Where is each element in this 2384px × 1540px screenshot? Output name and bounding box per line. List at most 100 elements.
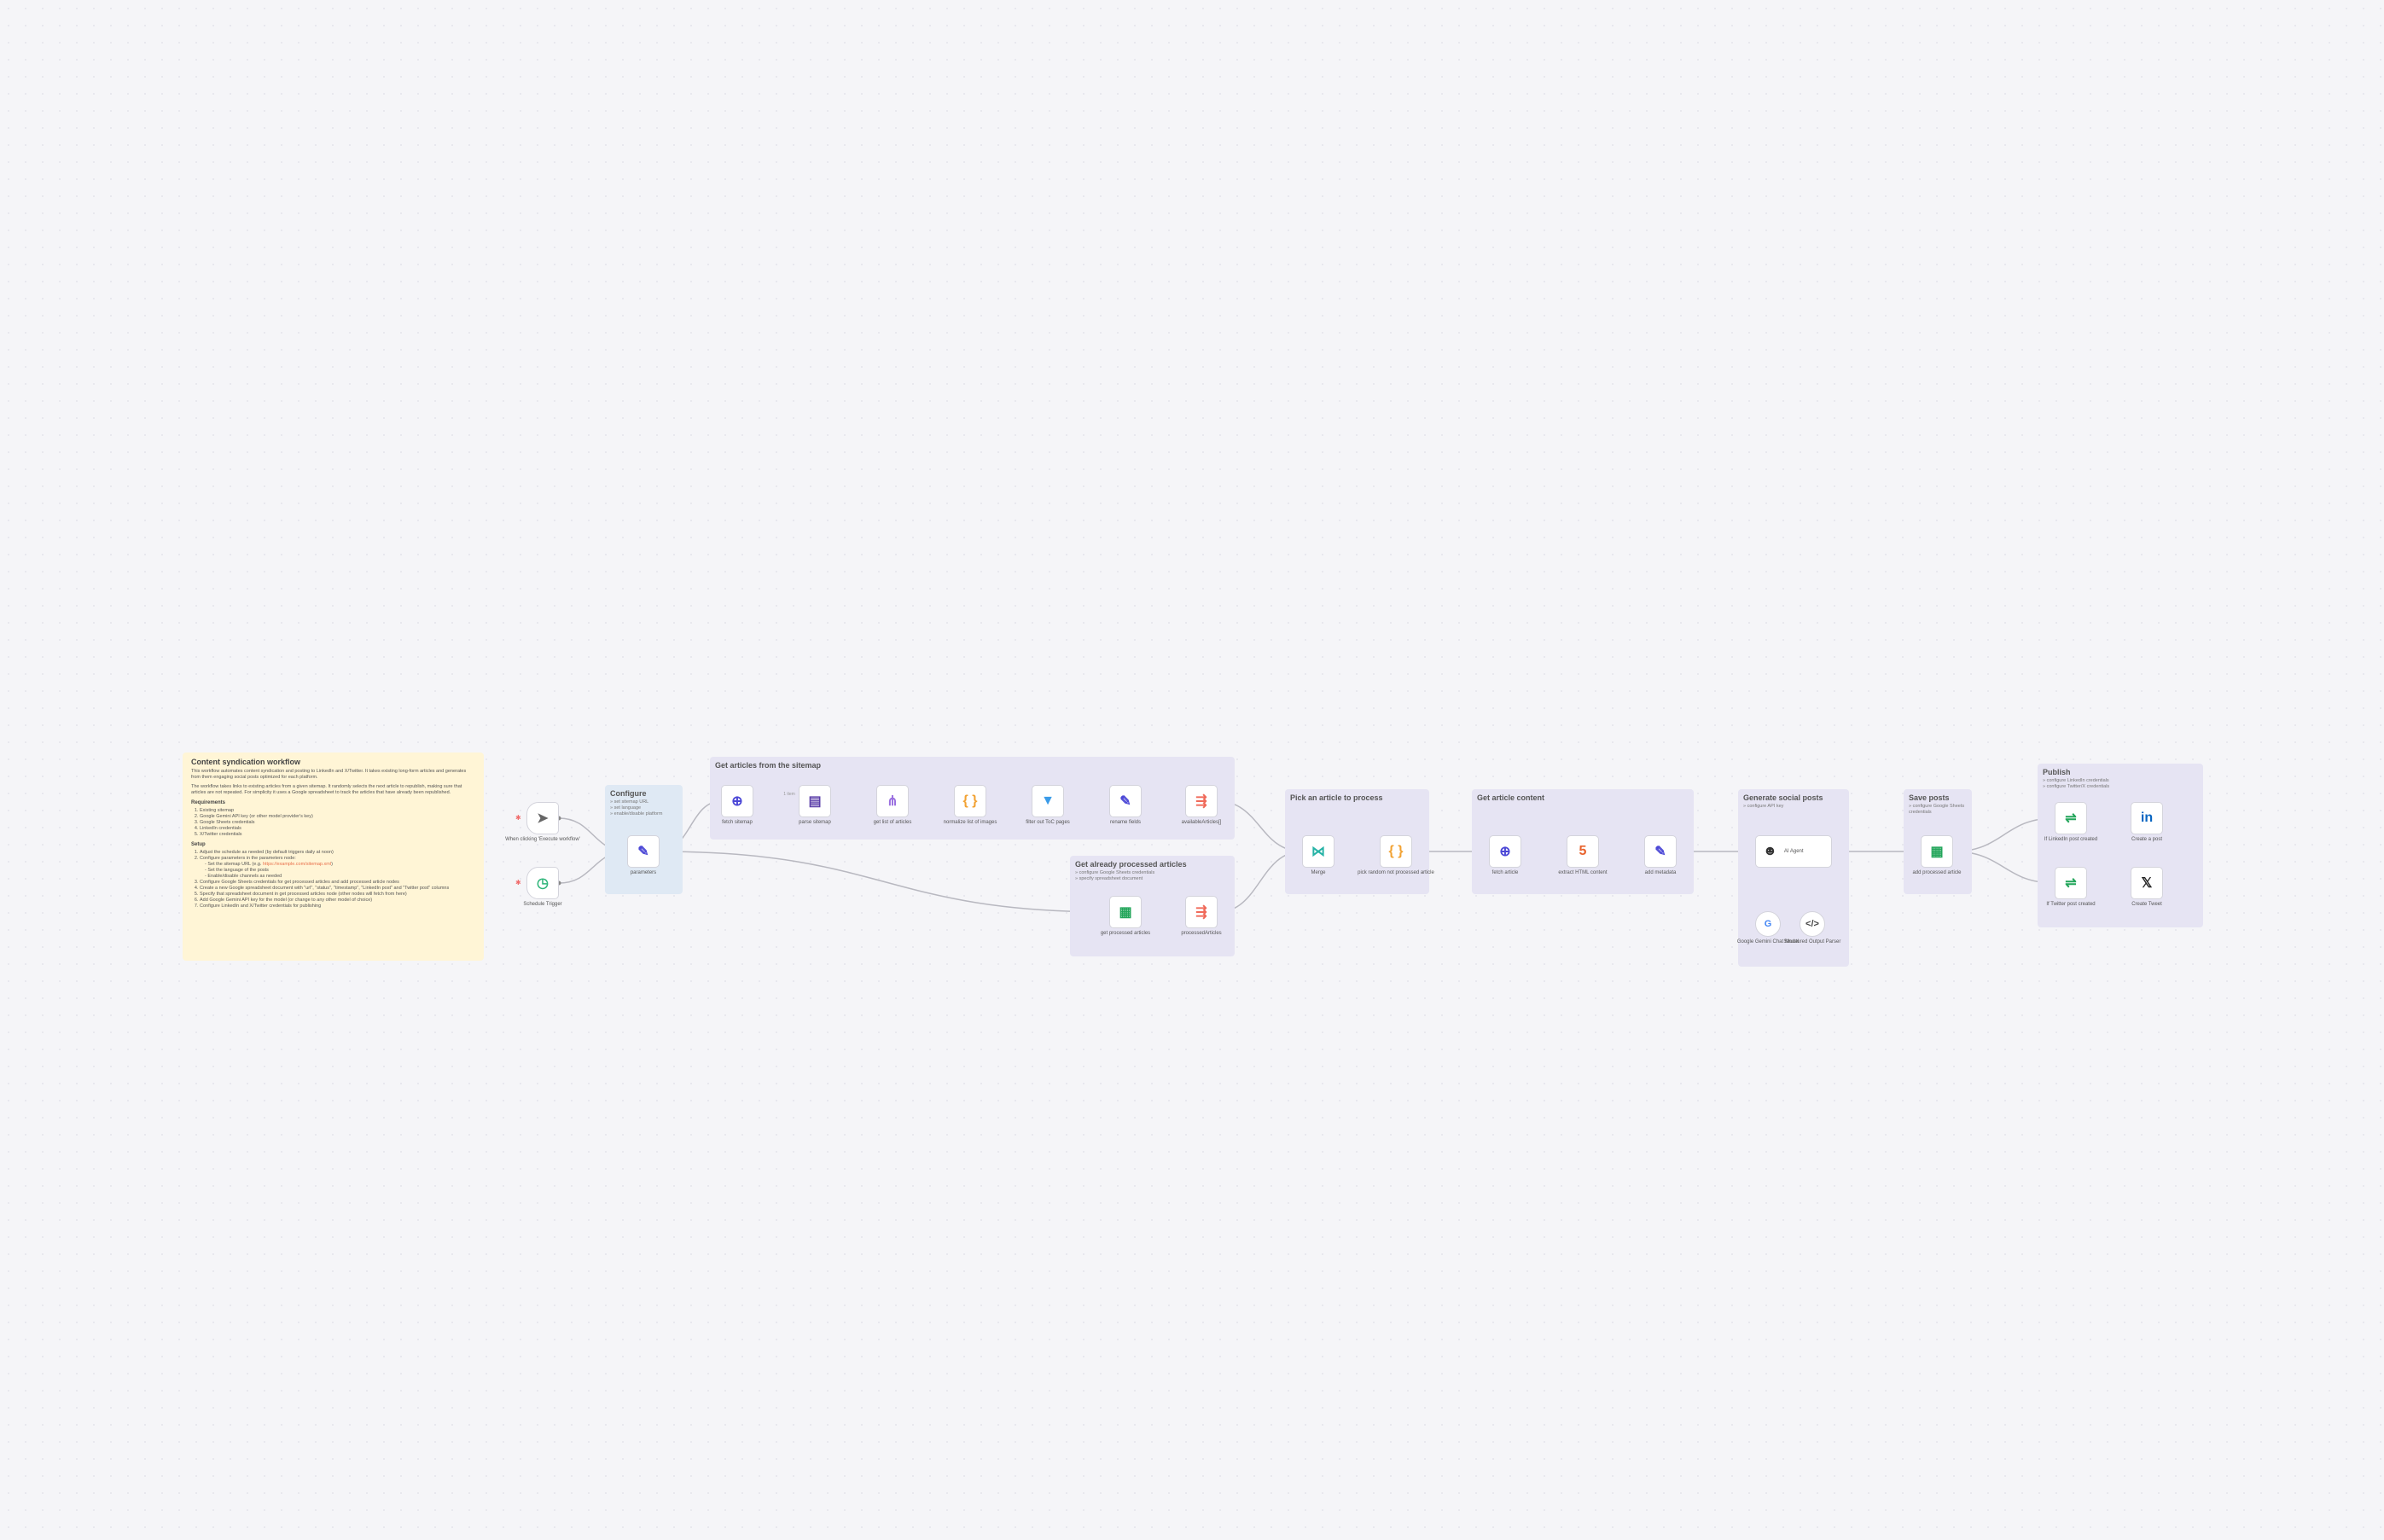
node-parameters[interactable]: ✎ [627, 835, 660, 868]
node-ai-agent[interactable]: ☻ AI Agent [1755, 835, 1832, 868]
sitemap-link[interactable]: https://example.com/sitemap.xml [262, 862, 332, 867]
node-available[interactable]: ⇶ [1185, 785, 1218, 817]
trigger-marker-icon: ✱ [515, 879, 521, 886]
group-note: » set language [610, 805, 642, 811]
requirement-item: Existing sitemap [200, 808, 475, 814]
node-get-processed[interactable]: ▦ [1109, 896, 1142, 928]
node-label: AI Agent [1783, 849, 1804, 854]
setup-list: Adjust the schedule as needed (by defaul… [191, 850, 475, 909]
setup-item: Configure Google Sheets credentials for … [200, 880, 475, 886]
group-title: Get article content [1477, 793, 1545, 802]
node-label: If LinkedIn post created [2044, 837, 2098, 842]
node-if-twitter[interactable]: ⇌ [2055, 867, 2087, 899]
node-merge[interactable]: ⋈ [1302, 835, 1334, 868]
node-label: parse sitemap [799, 820, 831, 825]
setup-subitem: - Set the language of the posts [205, 868, 269, 873]
requirements-list: Existing sitemapGoogle Gemini API key (o… [191, 808, 475, 838]
code-braces-icon: { } [1388, 844, 1404, 858]
group-note: » set sitemap URL [610, 799, 649, 805]
node-label: add processed article [1912, 870, 1962, 875]
setup-text: Add Google Gemini API key for the model … [200, 898, 373, 903]
node-label: Schedule Trigger [523, 902, 562, 907]
robot-icon: ☻ [1763, 844, 1777, 858]
node-label: pick random not processed article [1358, 870, 1434, 875]
node-add-processed[interactable]: ▦ [1921, 835, 1953, 868]
connection-parameters-get_processed[interactable] [659, 851, 1110, 913]
group-title: Publish [2043, 768, 2071, 776]
cursor-icon: ➤ [537, 811, 549, 826]
requirement-item: LinkedIn credentials [200, 826, 475, 832]
setup-text: Configure Google Sheets credentials for … [200, 880, 399, 885]
x-icon: 𝕏 [2141, 876, 2153, 891]
requirement-item: Google Gemini API key (or other model pr… [200, 814, 475, 820]
node-label: Merge [1311, 870, 1326, 875]
setup-text: Specify that spreadsheet document in get… [200, 892, 407, 897]
pencil-icon: ✎ [1654, 845, 1666, 859]
node-extract-html[interactable]: 5 [1567, 835, 1599, 868]
node-gemini[interactable]: G [1755, 911, 1781, 937]
group-note: » specify spreadsheet document [1075, 876, 1143, 881]
group-title: Save posts [1909, 793, 1950, 802]
group-note: » configure LinkedIn credentials [2043, 778, 2109, 783]
node-tweet[interactable]: 𝕏 [2131, 867, 2163, 899]
node-get-list[interactable]: ⋔ [876, 785, 909, 817]
node-if-linkedin[interactable]: ⇌ [2055, 802, 2087, 834]
globe-icon: ⊕ [731, 794, 743, 809]
node-label: rename fields [1109, 820, 1142, 825]
html-icon: 5 [1579, 844, 1587, 858]
node-parser[interactable]: </> [1800, 911, 1825, 937]
group-title: Pick an article to process [1290, 793, 1383, 802]
sticky-paragraph: This workflow automates content syndicat… [191, 769, 467, 780]
node-add-metadata[interactable]: ✎ [1644, 835, 1677, 868]
setup-item: Configure parameters in the parameters n… [200, 856, 475, 880]
node-label: Create a post [2131, 837, 2163, 842]
node-linkedin[interactable]: in [2131, 802, 2163, 834]
node-label: normalize list of images [943, 820, 997, 825]
google-sheets-icon: ▦ [1930, 845, 1944, 859]
node-label: Create Tweet [2131, 902, 2162, 907]
group-title: Generate social posts [1743, 793, 1823, 802]
globe-icon: ⊕ [1499, 845, 1511, 859]
group-note: » enable/disable platform [610, 811, 663, 816]
pencil-icon: ✎ [1119, 794, 1131, 809]
group-note: » configure Google Sheets credentials [1909, 804, 1965, 815]
node-normalize[interactable]: { } [954, 785, 986, 817]
requirements-heading: Requirements [191, 800, 226, 805]
node-pick-random[interactable]: { } [1380, 835, 1412, 868]
group-generate[interactable]: Generate social posts » configure API key [1738, 789, 1849, 967]
merge-icon: ⋈ [1311, 845, 1325, 859]
node-fetch-article[interactable]: ⊕ [1489, 835, 1521, 868]
node-fetch-sitemap[interactable]: ⊕ [721, 785, 753, 817]
group-title: Get already processed articles [1075, 860, 1187, 869]
group-note: » configure API key [1743, 804, 1784, 809]
group-publish[interactable]: Publish » configure LinkedIn credentials»… [2038, 764, 2203, 927]
setup-item: Specify that spreadsheet document in get… [200, 892, 475, 898]
node-parse-sitemap[interactable]: ▤ [799, 785, 831, 817]
setup-heading: Setup [191, 842, 206, 847]
setup-text: Configure parameters in the parameters n… [200, 856, 296, 861]
node-label: If Twitter post created [2046, 902, 2096, 907]
node-schedule[interactable]: ◷ [526, 867, 559, 899]
if-icon: ⇌ [2065, 811, 2077, 826]
node-label: get list of articles [873, 820, 912, 825]
setup-item: Configure LinkedIn and X/Twitter credent… [200, 904, 475, 909]
sticky-paragraph: The workflow takes links to existing art… [191, 784, 462, 795]
node-label: Structured Output Parser [1783, 939, 1841, 944]
node-label: availableArticles[] [1181, 820, 1222, 825]
linkedin-icon: in [2140, 811, 2154, 825]
node-filter[interactable]: ▼ [1032, 785, 1064, 817]
sticky-note[interactable]: Content syndication workflow This workfl… [183, 753, 484, 961]
node-manual[interactable]: ➤ [526, 802, 559, 834]
edge-item-count: 1 item [783, 792, 795, 797]
setup-item: Adjust the schedule as needed (by defaul… [200, 850, 475, 856]
node-label: add metadata [1644, 870, 1677, 875]
group-note: » configure Twitter/X credentials [2043, 784, 2110, 789]
node-processed-links[interactable]: ⇶ [1185, 896, 1218, 928]
group-notes: » configure LinkedIn credentials» config… [2043, 778, 2198, 790]
code-braces-icon: { } [962, 793, 978, 808]
node-label: processedArticles [1181, 931, 1222, 936]
group-configure[interactable]: Configure» set sitemap URL» set language… [605, 785, 683, 894]
google-icon: G [1764, 919, 1772, 929]
node-rename[interactable]: ✎ [1109, 785, 1142, 817]
aggregate-icon: ⇶ [1195, 905, 1207, 920]
